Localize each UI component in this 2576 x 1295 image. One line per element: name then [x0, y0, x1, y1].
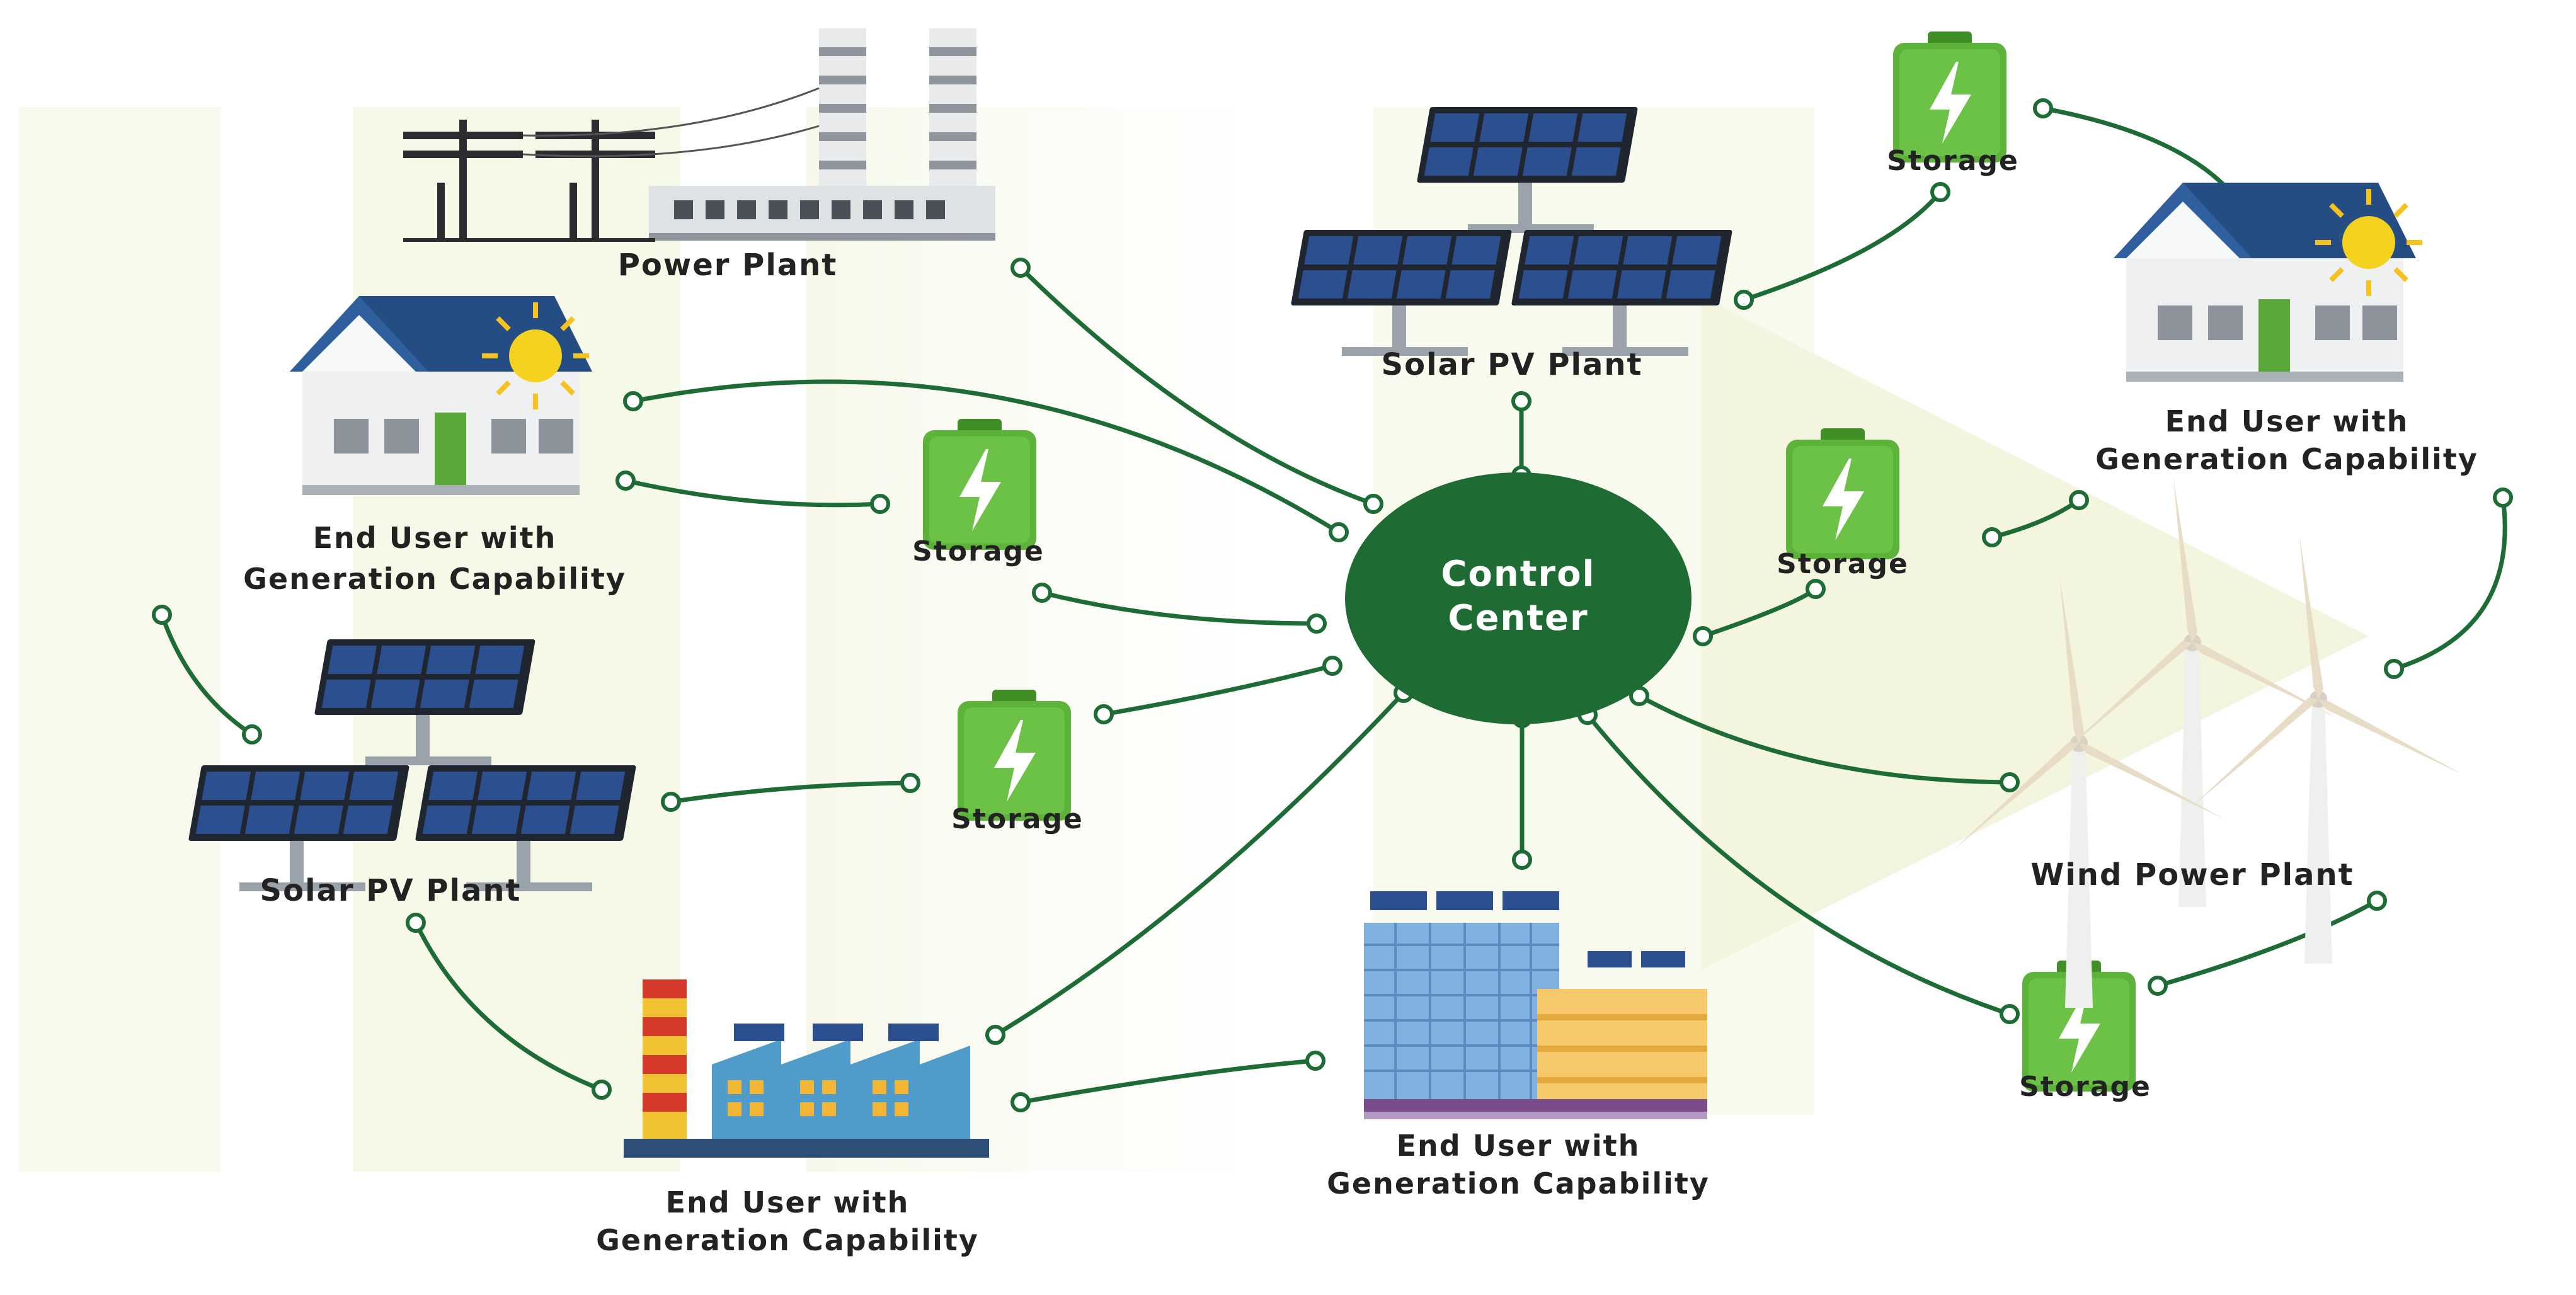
link-factory [994, 691, 1405, 1037]
control-center: Control Center [1345, 472, 1692, 724]
battery-icon [1893, 31, 2006, 163]
label-power-plant: Power Plant [618, 248, 838, 283]
label-enduser-factory-2: Generation Capability [596, 1223, 979, 1257]
office-building-icon [1364, 891, 1707, 1119]
label-enduser-left-2: Generation Capability [243, 562, 626, 596]
link-powerplant [1019, 266, 1375, 506]
link-solar-factory [413, 921, 603, 1092]
connector-lines [152, 98, 2513, 1112]
link-storage-left [1041, 590, 1317, 626]
connector-nodes [152, 98, 2513, 1112]
label-storage-right: Storage [951, 803, 1084, 835]
label-enduser-building-1: End User with [1397, 1129, 1640, 1163]
battery-icon [958, 690, 1071, 821]
link-solar-left-ll [159, 613, 253, 736]
label-enduser-left-1: End User with [313, 521, 557, 555]
label-storage-left: Storage [912, 535, 1045, 568]
label-wind: Wind Power Plant [2030, 857, 2354, 893]
link-house-left-top [633, 379, 1340, 534]
battery-icon [923, 419, 1036, 550]
power-plant-icon [403, 28, 995, 242]
link-house-topright-wind [2393, 497, 2507, 671]
label-solar-left: Solar PV Plant [260, 873, 522, 908]
link-wind [1638, 693, 2010, 785]
label-storage-mid: Storage [1777, 548, 1909, 580]
battery-icon [1786, 428, 1899, 559]
label-storage-top: Storage [1887, 145, 2019, 177]
label-storage-bottom-right: Storage [2019, 1071, 2151, 1103]
label-solar-top: Solar PV Plant [1382, 347, 1643, 382]
label-enduser-right-2: Generation Capability [2095, 442, 2478, 476]
house-left-icon [290, 296, 592, 495]
label-enduser-factory-1: End User with [666, 1185, 910, 1219]
link-solar-left-storage [670, 780, 911, 804]
link-house-left-storage [625, 478, 881, 508]
control-center-line2: Center [1448, 598, 1588, 639]
label-enduser-building-2: Generation Capability [1327, 1167, 1710, 1201]
link-storage-bottom-right [1586, 713, 2011, 1017]
link-factory-building [1020, 1058, 1316, 1105]
house-right-icon [2114, 183, 2422, 382]
link-storage-mid [1103, 663, 1333, 717]
link-wind-storage [2157, 898, 2378, 988]
label-enduser-right-1: End User with [2165, 404, 2409, 438]
control-center-line1: Control [1441, 554, 1596, 595]
factory-icon [624, 979, 989, 1158]
link-storage-top [1743, 190, 1942, 302]
